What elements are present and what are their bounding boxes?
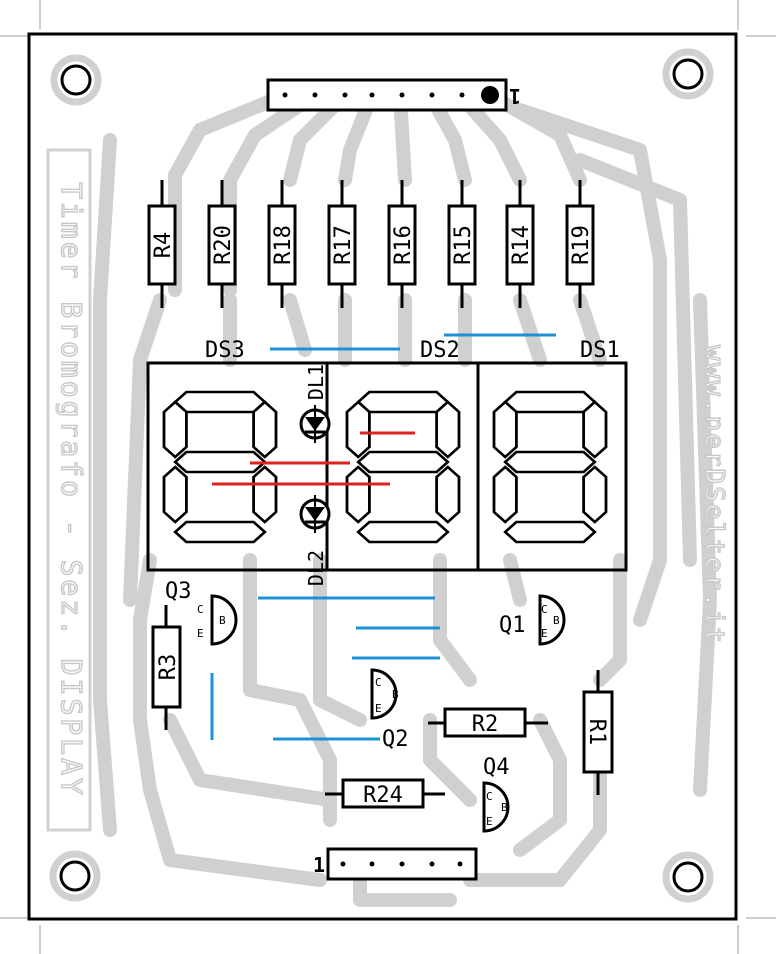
svg-text:B: B: [219, 614, 226, 627]
svg-text:C: C: [375, 676, 382, 689]
svg-text:C: C: [486, 790, 493, 803]
resistor-label-r19: R19: [569, 225, 594, 265]
resistor-label-r24: R24: [363, 783, 403, 808]
resistor-label-r2: R2: [472, 712, 499, 737]
display-block: [146, 361, 628, 572]
resistor-r2: R2: [428, 707, 548, 738]
transistor-label-q1: Q1: [499, 613, 526, 638]
transistor-q2: C B E Q2: [370, 668, 409, 752]
connector-bottom-pin1-label: 1: [313, 853, 325, 877]
transistor-q1: C B E Q1: [499, 594, 566, 646]
svg-text:E: E: [486, 815, 493, 828]
led-label-dl1: DL1: [304, 364, 328, 400]
pin1-marker-dot: [481, 86, 499, 104]
transistor-label-q4: Q4: [483, 755, 510, 780]
resistor-r15: R15: [447, 180, 477, 308]
resistor-r14: R14: [505, 180, 535, 308]
resistor-label-r18: R18: [271, 225, 296, 265]
resistor-r1: R1: [582, 670, 614, 795]
board-title: Timer Bromografo - Sez. DISPLAY: [46, 148, 92, 832]
jumpers-red: [212, 431, 415, 486]
resistor-r19: R19: [565, 180, 595, 308]
connector-bottom: 1: [313, 847, 478, 881]
resistor-r3: R3: [151, 605, 182, 730]
resistor-label-r17: R17: [331, 225, 356, 265]
resistor-r17: R17: [327, 180, 357, 308]
led-dl2: DL2: [299, 495, 331, 586]
connector-top: 1: [266, 78, 521, 112]
svg-text:C: C: [541, 603, 548, 616]
mounting-holes: [59, 58, 704, 893]
mounting-hole-bottom-left: [59, 860, 91, 892]
svg-text:B: B: [553, 614, 560, 627]
resistor-label-r20: R20: [211, 225, 236, 265]
resistor-label-r4: R4: [151, 232, 176, 259]
resistor-label-r15: R15: [451, 225, 476, 265]
display-label-ds1: DS1: [580, 338, 620, 363]
display-label-ds2: DS2: [420, 338, 460, 363]
svg-text:B: B: [392, 688, 399, 701]
mounting-hole-bottom-right: [672, 861, 704, 893]
svg-text:E: E: [541, 627, 548, 640]
svg-text:E: E: [375, 702, 382, 715]
transistor-q4: C B E Q4: [482, 755, 510, 833]
resistor-r20: R20: [207, 180, 237, 308]
led-dl1: DL1: [299, 364, 331, 443]
svg-text:E: E: [197, 627, 204, 640]
resistor-r18: R18: [267, 180, 297, 308]
resistor-label-r1: R1: [584, 719, 609, 746]
mounting-hole-top-left: [60, 64, 92, 96]
resistor-label-r16: R16: [391, 225, 416, 265]
transistor-q3: C B E Q3: [165, 579, 238, 646]
resistor-label-r3: R3: [156, 654, 181, 681]
resistor-r4: R4: [147, 180, 177, 308]
jumpers-blue: [210, 333, 556, 741]
website-text: www.nerDSelter.it: [699, 345, 729, 645]
svg-text:B: B: [501, 801, 508, 814]
resistor-r16: R16: [387, 180, 417, 308]
display-label-ds3: DS3: [205, 338, 245, 363]
connector-top-pin1-label: 1: [509, 84, 521, 108]
transistor-label-q3: Q3: [165, 579, 192, 604]
transistor-label-q2: Q2: [382, 727, 409, 752]
svg-text:C: C: [197, 603, 204, 616]
mounting-hole-top-right: [672, 58, 704, 90]
resistor-r24: R24: [325, 778, 445, 809]
resistor-label-r14: R14: [509, 225, 534, 265]
board-title-text: Timer Bromografo - Sez. DISPLAY: [55, 182, 88, 798]
resistor-row-top: R4 R20 R18 R17 R16 R15: [147, 180, 595, 308]
led-label-dl2: DL2: [304, 550, 328, 586]
